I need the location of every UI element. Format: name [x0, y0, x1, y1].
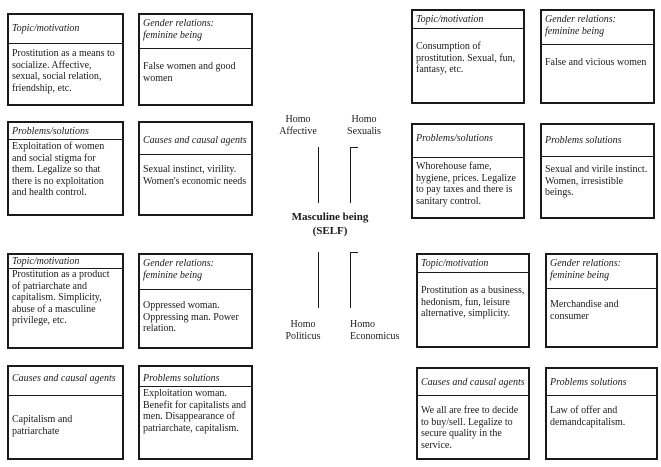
- bl-gender-header: Gender relations: feminine being: [140, 255, 251, 290]
- tr-problems-body: Whorehouse fame, hygiene, prices. Legali…: [416, 161, 516, 207]
- tr-problems-box: Problems/solutions Whorehouse fame, hygi…: [411, 123, 525, 219]
- homo-sexualis-word2: Sexualis: [347, 126, 381, 137]
- bl-problems-box: Problems solutions Exploitation woman. B…: [138, 365, 253, 460]
- masculine-being-line1: Masculine being: [291, 211, 369, 223]
- tl-gender-box: Gender relations: feminine being False w…: [138, 13, 253, 106]
- homo-sexualis-label: Homo Sexualis: [336, 114, 392, 138]
- tr-topic-body: Consumption of prostitution. Sexual, fun…: [416, 41, 516, 76]
- bl-causes-header: Causes and causal agents: [9, 367, 122, 396]
- bl-causes-box: Causes and causal agents Capitalism and …: [7, 365, 124, 460]
- homo-affective-word2: Affective: [279, 126, 317, 137]
- bl-topic-header: Topic/motivation: [9, 255, 122, 269]
- tr-problems2-header: Problems solutions: [542, 125, 653, 157]
- tl-causes-box: Causes and causal agents Sexual instinct…: [138, 121, 253, 216]
- bl-problems-body: Exploitation woman. Benefit for capitali…: [143, 388, 247, 434]
- br-problems-box: Problems solutions Law of offer and dema…: [545, 367, 658, 460]
- br-problems-body: Law of offer and demandcapitalism.: [550, 405, 626, 428]
- homo-politicus-word1: Homo: [290, 319, 316, 330]
- connector-lower-right-tick: [350, 252, 358, 253]
- br-causes-body: We all are free to decide to buy/sell. L…: [421, 405, 519, 451]
- bl-topic-body: Prostitution as a product of patriarchat…: [12, 269, 110, 327]
- tr-gender-box: Gender relations: feminine being False a…: [540, 9, 655, 104]
- bl-gender-body: Oppressed woman. Oppressing man. Power r…: [143, 300, 239, 335]
- connector-lower-right: [350, 252, 351, 308]
- homo-affective-label: Homo Affective: [270, 114, 326, 138]
- homo-politicus-label: Homo Politicus: [275, 319, 331, 343]
- br-gender-box: Gender relations: feminine being Merchan…: [545, 253, 658, 348]
- br-topic-box: Topic/motivation Prostitution as a busin…: [416, 253, 530, 348]
- connector-lower-left: [318, 252, 319, 308]
- bl-causes-body: Capitalism and patriarchate: [12, 414, 73, 437]
- homo-economicus-word1: Homo: [350, 319, 375, 330]
- tl-topic-box: Topic/motivation Prostitution as a means…: [7, 13, 124, 106]
- bl-problems-header: Problems solutions: [140, 367, 251, 387]
- br-problems-header: Problems solutions: [547, 369, 656, 396]
- tr-problems2-box: Problems solutions Sexual and virile ins…: [540, 123, 655, 219]
- bl-topic-box: Topic/motivation Prostitution as a produ…: [7, 253, 124, 349]
- br-gender-header: Gender relations: feminine being: [547, 255, 656, 289]
- br-causes-header: Causes and causal agents: [418, 369, 528, 396]
- tr-topic-header: Topic/motivation: [413, 11, 523, 29]
- tl-topic-header: Topic/motivation: [9, 15, 122, 44]
- tr-problems2-body: Sexual and virile instinct. Women, irres…: [545, 164, 648, 199]
- homo-affective-word1: Homo: [285, 114, 311, 125]
- masculine-being-line2: (SELF): [312, 225, 348, 237]
- homo-economicus-label: Homo Economicus: [336, 319, 412, 343]
- br-topic-body: Prostitution as a business, hedonism, fu…: [421, 285, 525, 320]
- tl-causes-body: Sexual instinct, virility. Women's econo…: [143, 164, 247, 187]
- br-topic-header: Topic/motivation: [418, 255, 528, 273]
- connector-upper-left: [318, 147, 319, 203]
- tl-problems-body: Exploitation of women and social stigma …: [12, 141, 105, 199]
- tl-problems-box: Problems/solutions Exploitation of women…: [7, 121, 124, 216]
- homo-economicus-word2: Economicus: [350, 331, 400, 342]
- tl-topic-body: Prostitution as a means to socialize. Af…: [12, 48, 115, 94]
- homo-sexualis-word1: Homo: [351, 114, 377, 125]
- tl-causes-header: Causes and causal agents: [140, 123, 251, 155]
- masculine-being-title: Masculine being (SELF): [275, 210, 385, 238]
- connector-upper-right-tick: [350, 147, 358, 148]
- tr-topic-box: Topic/motivation Consumption of prostitu…: [411, 9, 525, 104]
- bl-gender-box: Gender relations: feminine being Oppress…: [138, 253, 253, 349]
- tr-gender-header: Gender relations: feminine being: [542, 11, 653, 45]
- homo-politicus-word2: Politicus: [285, 331, 321, 342]
- tl-gender-header: Gender relations: feminine being: [140, 15, 251, 49]
- tl-problems-header: Problems/solutions: [9, 123, 122, 140]
- br-causes-box: Causes and causal agents We all are free…: [416, 367, 530, 460]
- tr-problems-header: Problems/solutions: [413, 125, 523, 158]
- br-gender-body: Merchandise and consumer: [550, 299, 619, 322]
- tr-gender-body: False and vicious women: [545, 57, 647, 68]
- tl-gender-body: False women and good women: [143, 61, 236, 84]
- connector-upper-right: [350, 147, 351, 203]
